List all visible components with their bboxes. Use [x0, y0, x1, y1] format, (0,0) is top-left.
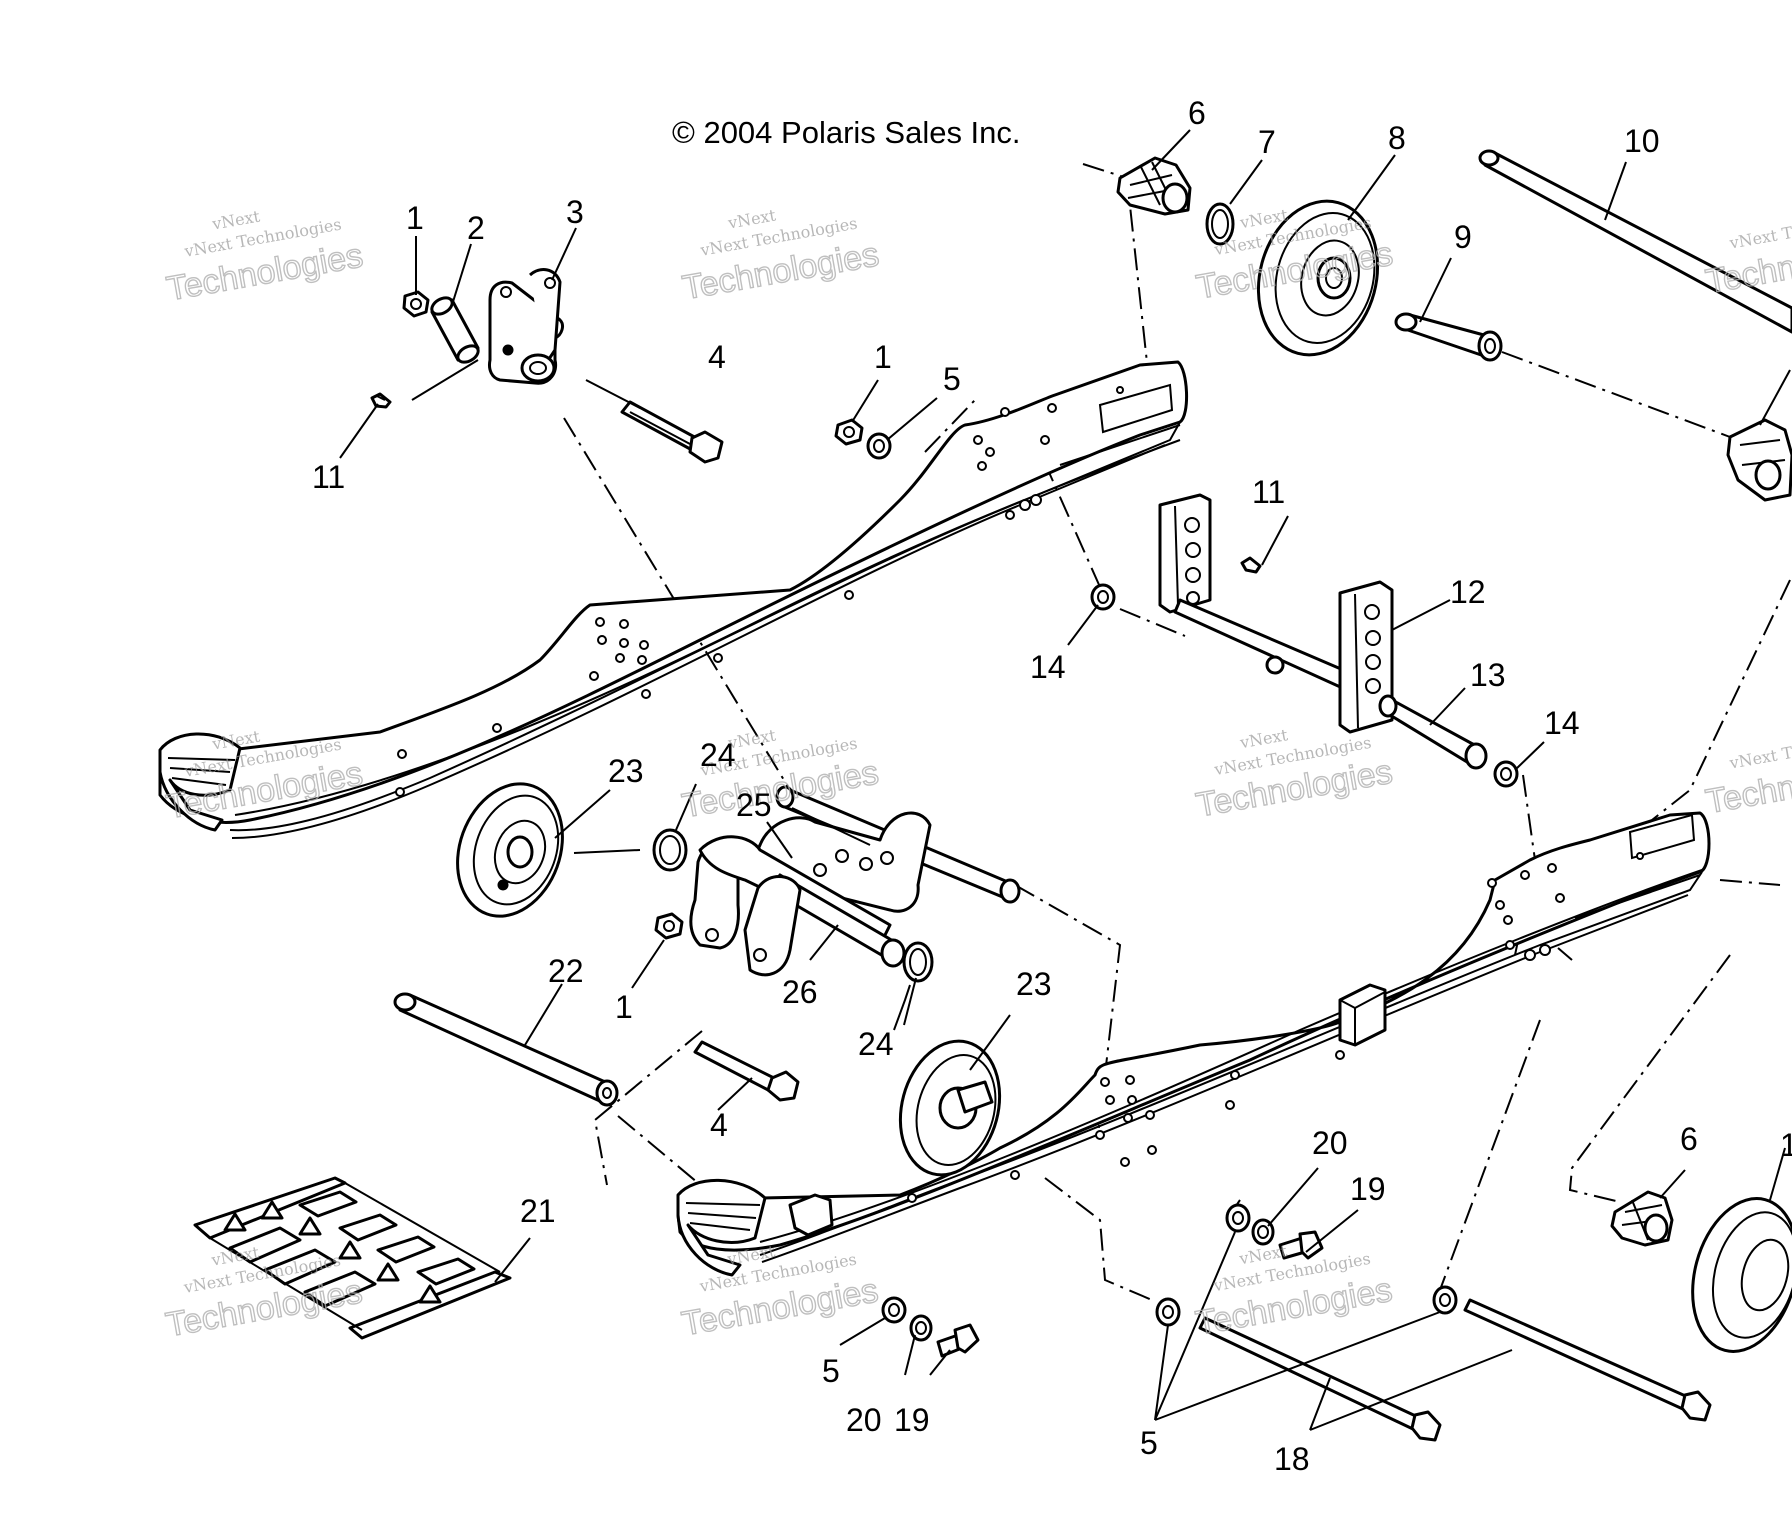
wheel-23b — [898, 1039, 1002, 1177]
ring-7 — [1205, 202, 1235, 246]
callout-18: 18 — [1274, 1441, 1310, 1477]
callout-10: 10 — [1624, 123, 1660, 159]
callout-13: 13 — [1470, 657, 1506, 693]
watermark: vNext vNext Technologies Technologies — [679, 205, 882, 308]
callout-8: 8 — [1388, 120, 1406, 156]
ring-24a — [652, 828, 688, 872]
nut-1c — [654, 912, 684, 940]
nut-1a — [402, 290, 430, 318]
wheel-lower-right — [1691, 1197, 1792, 1353]
callout-19: 19 — [1350, 1171, 1386, 1207]
axle-10 — [1478, 149, 1792, 334]
washer-14b — [1493, 760, 1519, 788]
callout-1: 1 — [1780, 1127, 1792, 1163]
callout-11: 11 — [1252, 474, 1285, 510]
callout-12: 12 — [1450, 574, 1486, 610]
bolt-19b — [936, 1323, 980, 1358]
svg-text:vNext Technologies: vNext Technologies — [1727, 206, 1792, 252]
washer-5d — [1155, 1297, 1181, 1327]
callout-20: 20 — [1312, 1125, 1348, 1161]
watermark: vNext vNext Technologies Technologies — [163, 206, 366, 309]
cross-shaft-12-13 — [1158, 493, 1488, 770]
washer-20b — [909, 1314, 933, 1342]
callout-2: 2 — [467, 210, 485, 246]
spacer-9 — [1394, 312, 1503, 362]
callout-4: 4 — [708, 339, 726, 375]
ring-24b — [902, 941, 934, 983]
callout-6: 6 — [1680, 1121, 1698, 1157]
bolt-4b — [693, 1040, 800, 1102]
callout-1: 1 — [874, 339, 892, 375]
nut-1b — [834, 418, 864, 446]
callout-9: 9 — [1454, 219, 1472, 255]
watermark: vNext Technologies Technologies — [1702, 726, 1792, 822]
washer-5a — [866, 432, 892, 460]
bearing-block-right — [1726, 418, 1792, 502]
swing-arm-25 — [689, 785, 1021, 977]
grease-fitting-11b — [1240, 556, 1262, 574]
callout-5: 5 — [822, 1353, 840, 1389]
callout-1: 1 — [406, 200, 424, 236]
callout-25: 25 — [736, 787, 772, 823]
callout-14: 14 — [1544, 705, 1580, 741]
callout-24: 24 — [700, 737, 736, 773]
callout-23: 23 — [1016, 966, 1052, 1002]
callout-7: 7 — [1258, 124, 1276, 160]
washer-5b — [881, 1296, 907, 1324]
washer-5c — [1225, 1203, 1251, 1233]
bearing-block-6b — [1610, 1190, 1674, 1247]
callout-26: 26 — [782, 974, 818, 1010]
leader-lines — [339, 129, 1791, 1431]
callout-23: 23 — [608, 753, 644, 789]
wheel-8 — [1256, 199, 1380, 357]
svg-text:vNext Technologies: vNext Technologies — [1727, 726, 1792, 772]
rail-upper — [158, 360, 1189, 839]
callouts: 1 2 3 4 1 5 11 6 7 8 9 10 11 12 13 14 14… — [312, 95, 1792, 1477]
callout-4: 4 — [710, 1107, 728, 1143]
callout-11: 11 — [312, 459, 345, 495]
bolt-18a — [1198, 1316, 1442, 1442]
bearing-block-6a — [1116, 156, 1192, 216]
washer-14a — [1090, 583, 1116, 611]
wheel-23a — [456, 782, 564, 918]
callout-5: 5 — [943, 361, 961, 397]
bushing-2 — [430, 296, 480, 364]
watermark: vNext Technologies Technologies — [1702, 206, 1792, 302]
callout-1: 1 — [615, 989, 633, 1025]
callout-22: 22 — [548, 953, 584, 989]
rail-lower — [676, 811, 1711, 1277]
callout-20: 20 — [846, 1402, 882, 1438]
bolt-4a — [620, 400, 724, 464]
bolt-19a — [1278, 1230, 1324, 1260]
wear-strip-21 — [193, 1176, 512, 1340]
grease-fitting-11a — [370, 392, 392, 409]
callout-24: 24 — [858, 1026, 894, 1062]
callout-21: 21 — [520, 1193, 556, 1229]
link-3 — [488, 268, 564, 385]
copyright-text: © 2004 Polaris Sales Inc. — [672, 115, 1021, 150]
callout-6: 6 — [1188, 95, 1206, 131]
washer-5e — [1432, 1285, 1458, 1315]
callout-5: 5 — [1140, 1425, 1158, 1461]
bolt-18b — [1463, 1298, 1712, 1422]
callout-3: 3 — [566, 194, 584, 230]
axle-22 — [393, 992, 619, 1107]
callout-19: 19 — [894, 1402, 930, 1438]
callout-14: 14 — [1030, 649, 1066, 685]
